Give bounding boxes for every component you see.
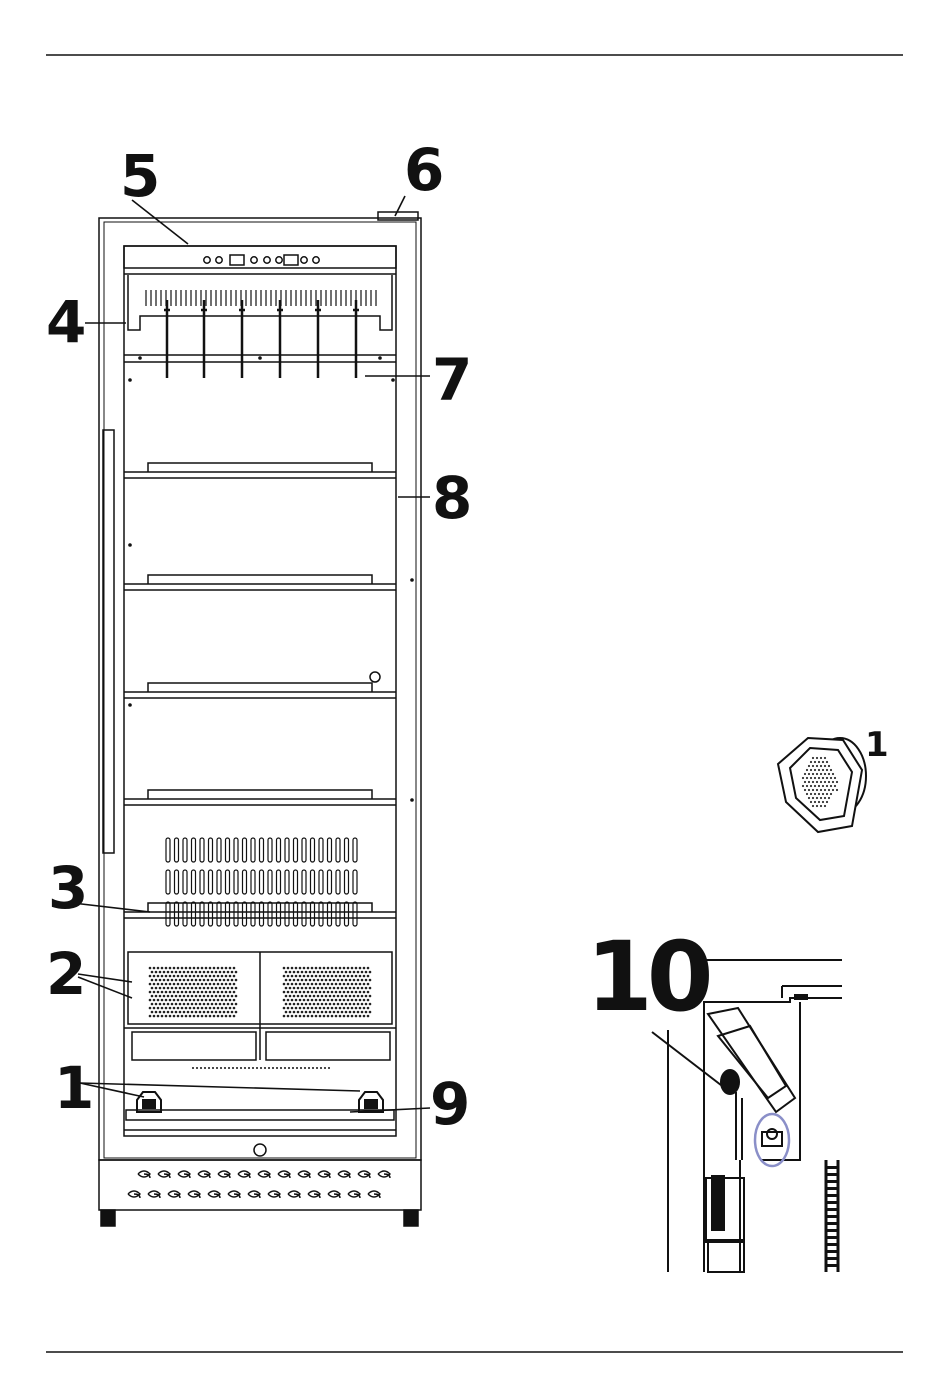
door-lock <box>254 1144 266 1156</box>
leader-lines <box>73 196 430 1112</box>
hinge-detail-rack <box>827 1166 837 1267</box>
humidity-cups <box>137 1092 383 1112</box>
callout-2: 2 <box>46 940 86 1008</box>
callout-1: 1 <box>54 1054 94 1122</box>
fridge-drawing <box>99 212 421 1226</box>
kickplate-pattern <box>128 1171 390 1198</box>
callout-4: 4 <box>46 288 86 356</box>
callout-3: 3 <box>48 854 88 922</box>
callout-9: 9 <box>430 1070 470 1138</box>
humidity-cup-detail <box>778 738 866 832</box>
control-panel <box>124 246 396 268</box>
hanging-rods <box>164 300 359 378</box>
door-handle <box>103 430 114 853</box>
fan-grille <box>146 290 376 306</box>
callout-8: 8 <box>432 464 472 532</box>
callout-6: 6 <box>404 136 444 204</box>
rear-vent <box>166 838 357 926</box>
shelf-3 <box>124 683 396 698</box>
shelf-4 <box>124 790 396 805</box>
callout-10: 10 <box>586 921 710 1033</box>
callout-5: 5 <box>120 142 160 210</box>
top-hinge <box>378 212 418 220</box>
side-peg-holes <box>128 356 414 802</box>
shelf-2 <box>124 575 396 590</box>
callout-7: 7 <box>432 346 472 414</box>
kickplate <box>99 1160 421 1210</box>
detail-callout-1: 1 <box>865 725 889 765</box>
shelf-1 <box>124 463 396 478</box>
